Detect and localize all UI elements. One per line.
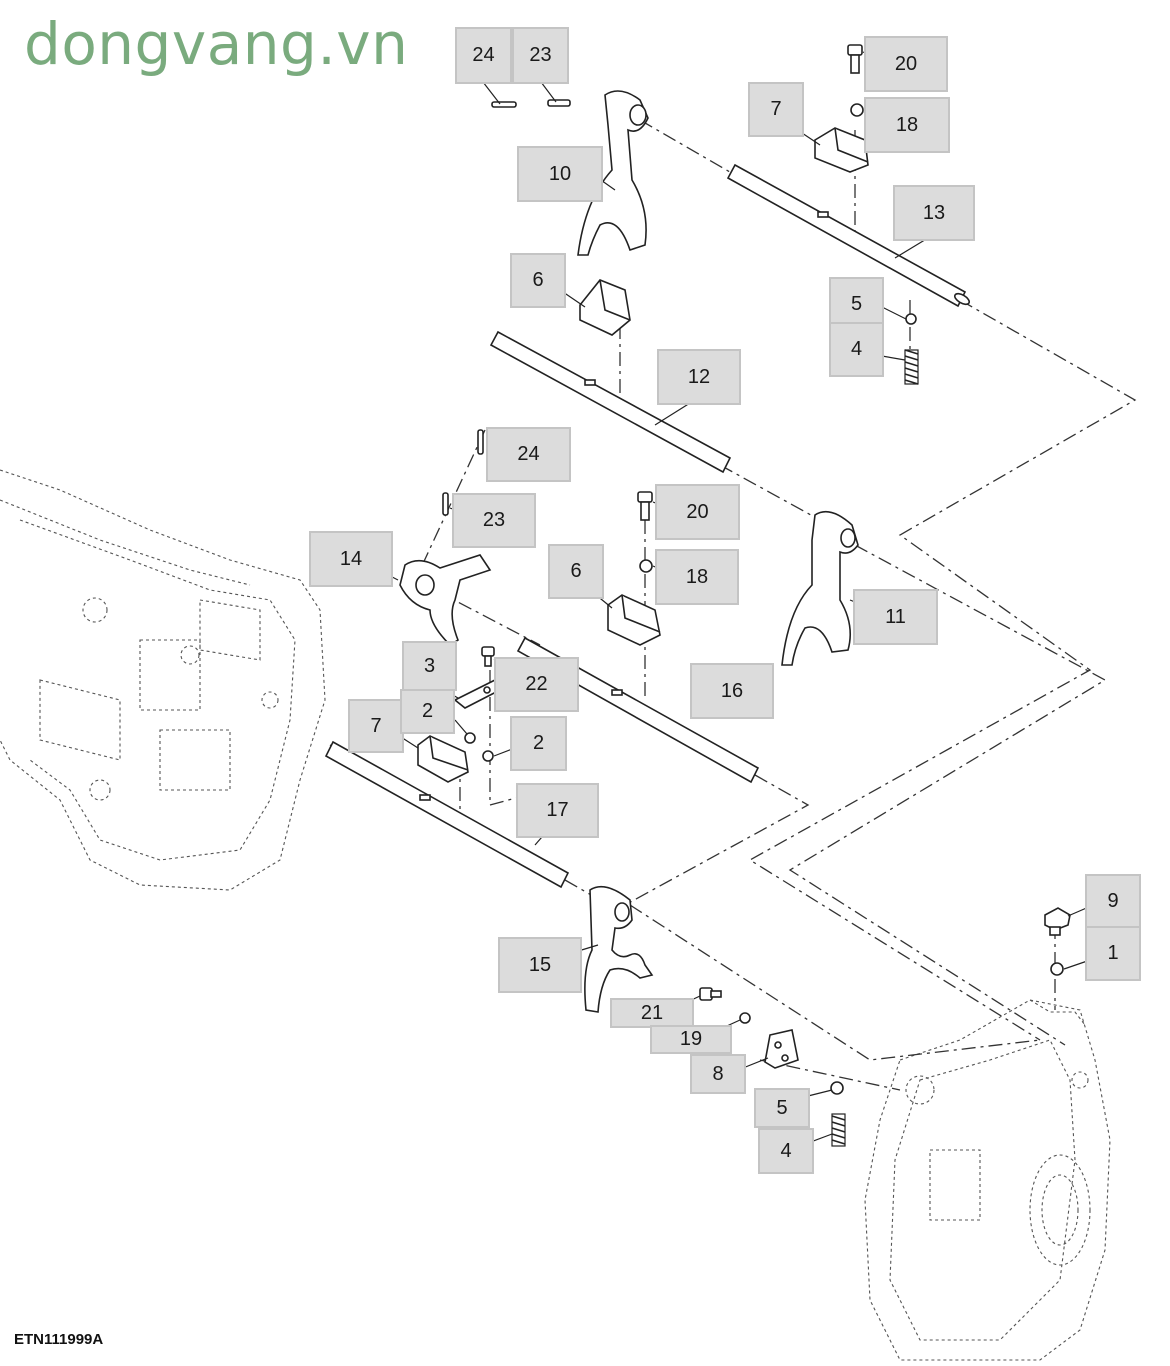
callout-7-lower: 7: [348, 699, 404, 753]
shift-fork-15: [584, 885, 654, 1013]
ball-5-lower: [830, 1081, 844, 1095]
shift-fork-11: [781, 510, 859, 666]
washer-18-upper: [850, 103, 864, 117]
callout-8: 8: [690, 1054, 746, 1094]
watermark-text: dongvang.vn: [24, 10, 409, 78]
shift-fork-14: [399, 554, 492, 647]
interlock-block-6-upper: [579, 279, 631, 336]
interlock-block-7-upper: [814, 127, 869, 173]
spring-4-upper: [904, 349, 919, 385]
callout-10: 10: [517, 146, 603, 202]
callout-2-left: 2: [400, 689, 455, 734]
pin-23-upper: [547, 99, 571, 107]
callout-4-upper: 4: [829, 322, 884, 377]
shift-fork-10: [577, 90, 649, 256]
shift-rail-12: [489, 330, 732, 474]
shift-rail-17: [324, 740, 570, 889]
gearbox-housing-right: [864, 999, 1111, 1361]
callout-12: 12: [657, 349, 741, 405]
callout-24-lower: 24: [486, 427, 571, 482]
callout-7-upper: 7: [748, 82, 804, 137]
o-ring-1: [1050, 962, 1064, 976]
pin-24-lower: [477, 429, 484, 455]
pin-23-lower: [442, 492, 449, 516]
callout-3: 3: [402, 641, 457, 691]
callout-20-upper: 20: [864, 36, 948, 92]
callout-15: 15: [498, 937, 582, 993]
callout-17: 17: [516, 783, 599, 838]
washer-18-lower: [639, 559, 653, 573]
callout-16: 16: [690, 663, 774, 719]
figure-id: ETN111999A: [14, 1331, 104, 1348]
bolt-22: [481, 646, 495, 667]
cover-plate-8: [764, 1029, 799, 1069]
callout-5-lower: 5: [754, 1088, 810, 1128]
callout-20-lower: 20: [655, 484, 740, 540]
callout-24-upper: 24: [455, 27, 512, 84]
interlock-block-7-lower: [417, 735, 469, 783]
callout-11: 11: [853, 589, 938, 645]
bolt-20-upper: [847, 44, 863, 74]
washer-19: [739, 1012, 751, 1024]
callout-2-right: 2: [510, 716, 567, 771]
callout-21: 21: [610, 998, 694, 1028]
pin-24-upper: [491, 101, 517, 108]
spring-4-lower: [831, 1113, 846, 1147]
washer-2-left: [464, 732, 476, 744]
callout-14: 14: [309, 531, 393, 587]
callout-1: 1: [1085, 926, 1141, 981]
callout-6-lower: 6: [548, 544, 604, 599]
callout-18-upper: 18: [864, 97, 950, 153]
callout-9: 9: [1085, 874, 1141, 929]
washer-2-right: [482, 750, 494, 762]
gearbox-housing-left: [0, 469, 326, 891]
callout-13: 13: [893, 185, 975, 241]
callout-23-lower: 23: [452, 493, 536, 548]
callout-6-upper: 6: [510, 253, 566, 308]
callout-22: 22: [494, 657, 579, 712]
shift-rail-13: [726, 163, 971, 308]
bolt-21: [699, 987, 722, 1001]
bolt-20-lower: [637, 491, 653, 521]
ball-5-upper: [905, 313, 917, 325]
callout-23-upper: 23: [512, 27, 569, 84]
callout-4-lower: 4: [758, 1128, 814, 1174]
plug-9: [1044, 907, 1071, 936]
callout-19: 19: [650, 1025, 732, 1054]
interlock-block-6-lower: [607, 594, 661, 646]
callout-18-lower: 18: [655, 549, 739, 605]
